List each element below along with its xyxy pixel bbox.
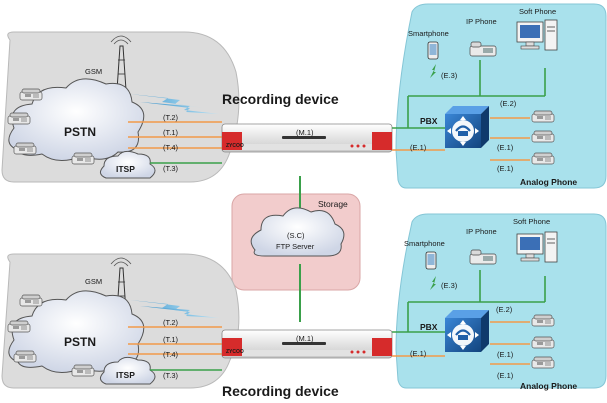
top-smartphone-label: Smartphone (408, 29, 449, 38)
bottom-link-t3: (T.3) (163, 371, 179, 380)
bottom-analog-label: Analog Phone (520, 381, 577, 391)
bottom-pstn-phone-1 (19, 294, 43, 307)
top-ipphone-label: IP Phone (466, 17, 497, 26)
top-gsm-label: GSM (85, 67, 102, 76)
bottom-e2-label: (E.2) (496, 305, 513, 314)
bottom-e3-label: (E.3) (441, 281, 458, 290)
top-e2-label: (E.2) (500, 99, 517, 108)
top-link-t1: (T.1) (163, 128, 179, 137)
top-itsp-label: ITSP (116, 164, 135, 174)
top-wireless-arrow-icon (430, 64, 436, 78)
bottom-smartphone-label: Smartphone (404, 239, 445, 248)
top-pstn-phone-3 (13, 142, 37, 155)
top-e3-label: (E.3) (441, 71, 458, 80)
top-pstn-label: PSTN (64, 125, 96, 139)
top-pbx-label: PBX (420, 116, 438, 126)
top-itsp-cloud (100, 150, 156, 179)
bottom-pbx-icon (443, 308, 491, 354)
top-analog-phone-2 (531, 130, 555, 143)
bottom-pstn-phone-4 (71, 364, 95, 377)
bottom-link-t2: (T.2) (163, 318, 179, 327)
bottom-pbx-label: PBX (420, 322, 438, 332)
bottom-pstn-phone-2 (7, 320, 31, 333)
top-link-t4: (T.4) (163, 143, 179, 152)
ftp-server-label: FTP Server (276, 242, 315, 251)
storage-panel: Storage (S.C) FTP Server (231, 176, 361, 322)
bottom-e1-r1-label: (E.1) (497, 350, 514, 359)
bottom-pstn-cloud (8, 290, 145, 373)
bottom-pstn-label: PSTN (64, 335, 96, 349)
bottom-softphone-label: Soft Phone (513, 217, 550, 226)
top-link-t2: (T.2) (163, 113, 179, 122)
bottom-link-t4: (T.4) (163, 350, 179, 359)
bottom-itsp-cloud (100, 356, 156, 385)
top-device-id: (M.1) (296, 128, 314, 137)
top-e1-r1-label: (E.1) (497, 143, 514, 152)
bottom-section: GSM PSTN ITSP (T.2) (T.1) (T.4) (T.3) (M… (1, 213, 607, 399)
top-e1-r2-label: (E.1) (497, 164, 514, 173)
bottom-itsp-label: ITSP (116, 370, 135, 380)
top-pstn-phone-1 (19, 88, 43, 101)
top-pstn-cloud (8, 78, 145, 161)
top-device-brand: ZYCOO (226, 143, 244, 149)
bottom-analog-phone-3 (531, 356, 555, 369)
bottom-device-title: Recording device (222, 383, 339, 399)
bottom-wireless-bolt-1 (130, 300, 205, 314)
top-analog-label: Analog Phone (520, 177, 577, 187)
storage-title: Storage (318, 199, 348, 209)
bottom-device-brand: ZYCOO (226, 349, 244, 355)
ftp-server-cloud (250, 207, 345, 257)
bottom-e1-r2-label: (E.1) (497, 371, 514, 380)
top-pstn-phone-4 (71, 152, 95, 165)
top-link-t3: (T.3) (163, 164, 179, 173)
top-pbx-icon (443, 104, 491, 150)
bottom-analog-phone-2 (531, 336, 555, 349)
bottom-device-id: (M.1) (296, 334, 314, 343)
top-wireless-bolt-1 (130, 94, 205, 108)
bottom-pstn-phone-3 (13, 350, 37, 363)
top-e1-left-label: (E.1) (410, 143, 427, 152)
top-device-title: Recording device (222, 91, 339, 107)
bottom-gsm-label: GSM (85, 277, 102, 286)
bottom-ipphone-label: IP Phone (466, 227, 497, 236)
top-analog-phone-3 (531, 152, 555, 165)
bottom-wireless-arrow-icon (430, 276, 436, 290)
top-analog-phone-1 (531, 110, 555, 123)
bottom-e1-left-label: (E.1) (410, 349, 427, 358)
top-softphone-label: Soft Phone (519, 7, 556, 16)
top-smartphone-icon (427, 41, 439, 60)
top-pstn-phone-2 (7, 112, 31, 125)
top-section: GSM PSTN ITSP (T.2) (T.1) (T.4) (T.3) Re… (1, 3, 607, 189)
bottom-smartphone-icon (425, 251, 437, 270)
bottom-analog-phone-1 (531, 314, 555, 327)
storage-code: (S.C) (287, 231, 305, 240)
bottom-link-t1: (T.1) (163, 335, 179, 344)
